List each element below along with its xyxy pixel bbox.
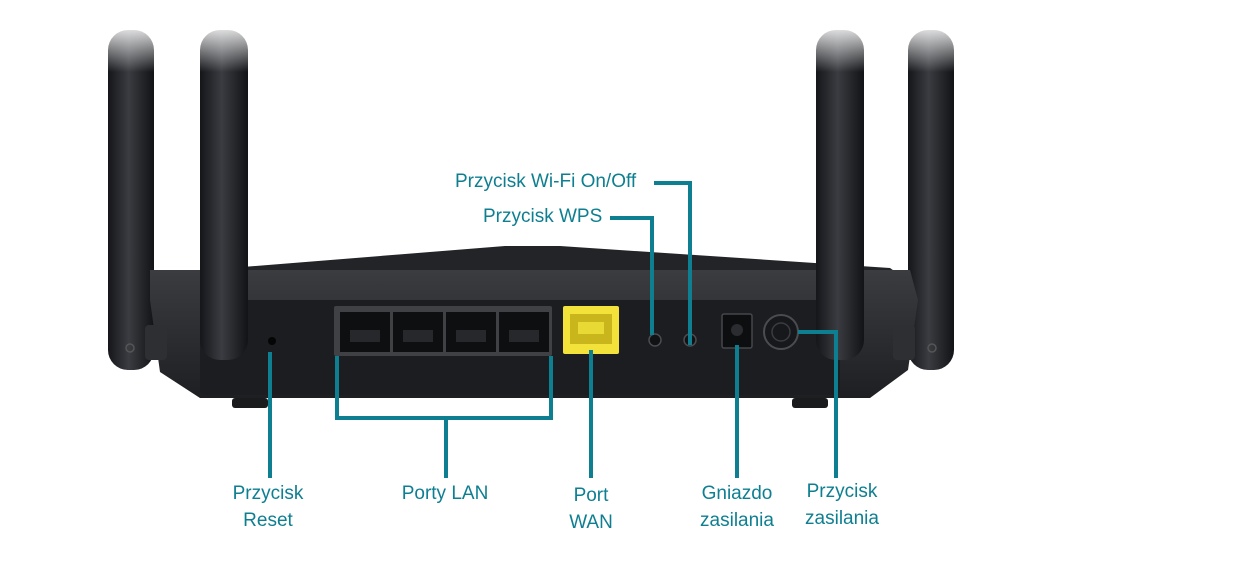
label-lan-text: Porty LAN xyxy=(401,483,489,504)
callout-lines xyxy=(268,181,838,478)
callout-line-wps xyxy=(610,216,654,335)
label-reset: Przycisk Reset xyxy=(218,480,318,534)
label-wan-port: Port WAN xyxy=(546,482,636,536)
label-reset-line1: Przycisk xyxy=(232,483,304,504)
label-wps-button: Przycisk WPS xyxy=(483,203,602,230)
label-power-line2: zasilania xyxy=(805,508,879,529)
wan-port xyxy=(563,306,619,354)
label-power-button: Przycisk zasilania xyxy=(792,478,892,532)
label-reset-line2: Reset xyxy=(243,510,293,531)
label-power-socket: Gniazdo zasilania xyxy=(688,480,786,534)
label-wan-line1: Port xyxy=(573,485,609,506)
label-wifi-button: Przycisk Wi-Fi On/Off xyxy=(455,168,636,195)
lan-ports xyxy=(340,312,549,352)
label-power-line1: Przycisk xyxy=(806,481,878,502)
power-socket xyxy=(721,313,753,349)
callout-line-power xyxy=(798,330,838,478)
callout-line-wifi xyxy=(654,181,692,345)
label-lan-ports: Porty LAN xyxy=(385,480,505,507)
label-wifi-text: Przycisk Wi-Fi On/Off xyxy=(455,171,637,192)
wps-button xyxy=(648,333,662,347)
label-socket-line2: zasilania xyxy=(700,510,774,531)
label-wps-text: Przycisk WPS xyxy=(483,206,603,227)
label-wan-line2: WAN xyxy=(569,512,613,533)
label-socket-line1: Gniazdo xyxy=(701,483,773,504)
reset-hole xyxy=(268,337,276,345)
power-button xyxy=(763,314,799,350)
